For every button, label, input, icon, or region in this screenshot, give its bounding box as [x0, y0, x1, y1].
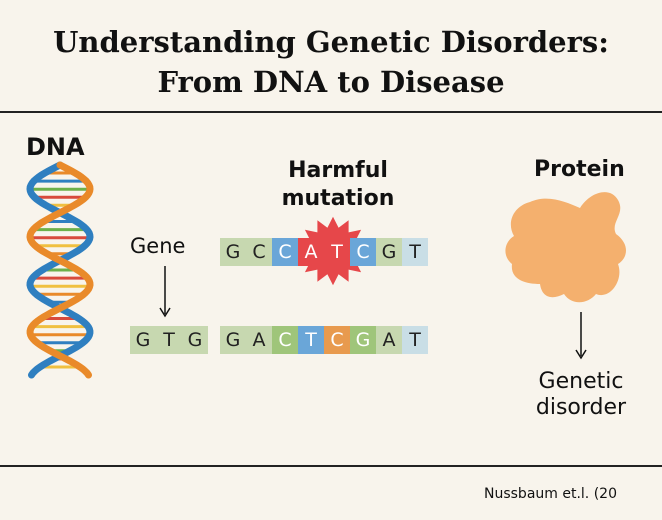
- citation: Nussbaum et.l. (20: [484, 486, 617, 502]
- title-divider: [0, 111, 662, 113]
- base-cell: A: [298, 238, 324, 266]
- title-line-1: Understanding Genetic Disorders:: [53, 25, 609, 59]
- mutation-label: Harmful mutation: [268, 157, 408, 213]
- base-cell: G: [220, 326, 246, 354]
- protein-label: Protein: [534, 157, 625, 182]
- genetic-disorder-line-1: Genetic: [538, 369, 624, 394]
- dna-label: DNA: [26, 133, 85, 161]
- base-cell: T: [156, 326, 182, 354]
- dna-helix-icon: [26, 161, 94, 379]
- base-cell: T: [402, 238, 428, 266]
- genetic-disorder-line-2: disorder: [535, 395, 627, 420]
- gene-label: Gene: [130, 234, 186, 258]
- protein-blob-icon: [505, 192, 626, 303]
- base-cell: T: [402, 326, 428, 354]
- base-cell: A: [246, 326, 272, 354]
- gene-down-arrow-icon: [159, 266, 171, 318]
- base-cell: C: [350, 238, 376, 266]
- base-cell: A: [376, 326, 402, 354]
- base-cell: T: [324, 238, 350, 266]
- page-title: Understanding Genetic Disorders: From DN…: [0, 22, 662, 102]
- base-cell: T: [298, 326, 324, 354]
- base-cell: C: [272, 238, 298, 266]
- disorder-down-arrow-icon: [575, 312, 587, 360]
- base-cell: G: [182, 326, 208, 354]
- base-cell: G: [376, 238, 402, 266]
- base-cell: G: [130, 326, 156, 354]
- mutation-label-line-1: Harmful: [288, 158, 388, 183]
- base-cell: G: [350, 326, 376, 354]
- base-cell: C: [246, 238, 272, 266]
- base-cell: C: [324, 326, 350, 354]
- mutation-label-line-2: mutation: [281, 186, 395, 211]
- base-cell: G: [220, 238, 246, 266]
- base-cell: C: [272, 326, 298, 354]
- genetic-disorder-label: Genetic disorder: [516, 369, 646, 421]
- title-line-2: From DNA to Disease: [157, 65, 505, 99]
- footer-divider: [0, 465, 662, 467]
